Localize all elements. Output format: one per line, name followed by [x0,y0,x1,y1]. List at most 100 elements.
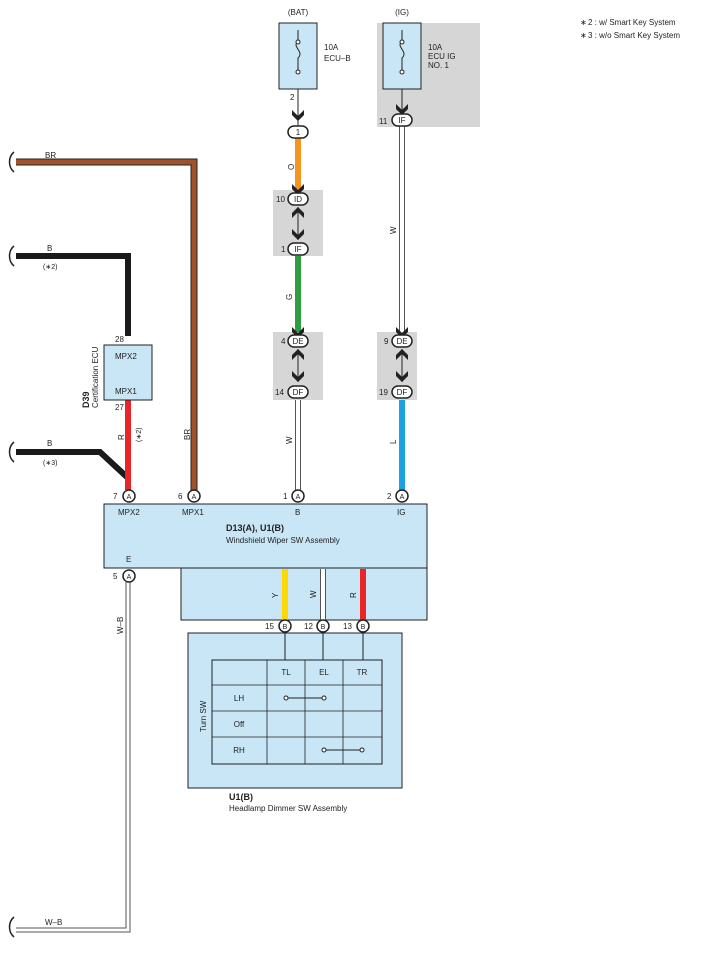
ig-fuse-name2: NO. 1 [428,61,449,70]
wiper-ground-pin: E A 5 [113,555,136,583]
fuse-ecu-b: (BAT) 10A ECU–B 2 [278,8,351,102]
wire-label-r-mid: R [349,592,358,598]
svg-text:1: 1 [283,492,288,501]
junction-de-right-code: DE [396,337,407,346]
ig-fuse-pin: 11 [379,117,388,126]
wire-label-w-b: W [285,436,294,444]
ig-source-label: (IG) [395,8,409,17]
svg-text:A: A [127,574,132,581]
junction-df-left-code: DF [293,388,304,397]
junction-1-code: 1 [296,128,301,137]
wiper-pin-1: A 1 B [283,489,305,517]
headlamp-name: Headlamp Dimmer SW Assembly [229,804,347,813]
svg-text:A: A [400,494,405,501]
certification-ecu: 28 MPX2 MPX1 27 D39 Certification ECU [81,335,153,412]
wiper-pin-2: A 2 IG [387,489,409,517]
wire-label-o: O [287,164,296,170]
note-mark-1: ∗ [580,18,587,27]
cert-ecu-mpx2: MPX2 [115,352,137,361]
wire-label-b2-note: (∗3) [43,460,57,467]
ig-connector-code: IF [398,116,405,125]
bat-source-label: (BAT) [288,8,309,17]
notes-legend: ∗ 2 : w/ Smart Key System ∗ 3 : w/o Smar… [580,18,680,40]
ig-fuse-name1: ECU IG [428,52,456,61]
headlamp-pin-15: B 15 [265,619,292,633]
junction-id-code: ID [294,195,302,204]
wire-b-no-smart-key [16,449,131,481]
turn-sw-row-lh: LH [234,694,244,703]
wire-label-b2: B [47,439,52,448]
fuse-ecu-ig: (IG) 10A ECU IG NO. 1 [382,8,456,90]
cert-ecu-mpx1: MPX1 [115,387,137,396]
turn-sw-rh-contact [321,747,365,753]
turn-sw-label: Turn SW [199,700,208,732]
note-2: 3 : w/o Smart Key System [588,31,680,40]
svg-text:5: 5 [113,572,118,581]
turn-sw-table [211,659,383,765]
svg-text:A: A [127,494,132,501]
cert-ecu-code: D39 [81,391,91,408]
cert-ecu-pin-top: 28 [115,335,124,344]
wiper-pin-7: A 7 MPX2 [113,489,140,517]
svg-text:B: B [283,624,288,631]
junction-if-pin: 1 [281,245,286,254]
wiper-name: Windshield Wiper SW Assembly [226,536,340,545]
turn-sw-col-el: EL [319,668,329,677]
note-mark-2: ∗ [580,31,587,40]
headlamp-pin-12: B 12 [304,619,330,633]
wiper-code: D13(A), U1(B) [226,523,284,533]
svg-text:A: A [296,494,301,501]
wire-label-l: L [389,439,398,444]
turn-sw-row-rh: RH [233,746,245,755]
junction-1: 1 [287,110,309,139]
junction-df-right-pin: 19 [379,388,388,397]
svg-text:13: 13 [343,622,352,631]
wire-label-br-vert: BR [183,429,192,440]
wire-label-b1: B [47,244,52,253]
svg-text:MPX1: MPX1 [182,508,204,517]
svg-text:IG: IG [397,508,405,517]
wire-label-w-ig: W [389,226,398,234]
headlamp-code: U1(B) [229,792,253,802]
turn-sw-lh-contact [283,695,327,701]
junction-de-right-pin: 9 [384,337,389,346]
wire-label-g: G [285,294,294,300]
wire-b-smart-key [16,253,131,336]
wiper-sw-assembly: D13(A), U1(B) Windshield Wiper SW Assemb… [103,489,428,583]
junction-de-df-left: DE 4 DF 14 [275,327,309,399]
svg-text:2: 2 [387,492,392,501]
svg-text:B: B [361,624,366,631]
turn-sw-col-tl: TL [281,668,291,677]
wire-label-br-top: BR [45,151,56,160]
junction-de-df-right: DE 9 DF 19 [379,327,413,399]
headlamp-dimmer-sw: B 15 B 12 B 13 TL EL TR LH Off RH Turn S… [187,619,403,813]
junction-df-left-pin: 14 [275,388,284,397]
junction-id-if: ID 10 IF 1 [276,184,309,256]
wire-w-b [16,582,130,932]
bat-fuse-name: ECU–B [324,54,351,63]
junction-de-left-code: DE [292,337,303,346]
turn-sw-row-off: Off [234,720,245,729]
junction-if-ig: IF 11 [379,104,413,127]
svg-text:12: 12 [304,622,313,631]
wire-end-marks [8,151,15,938]
wire-label-w-mid: W [309,590,318,598]
wire-label-r: R [117,434,126,440]
svg-text:7: 7 [113,492,118,501]
headlamp-pin-13: B 13 [343,619,370,633]
wire-label-b1-note: (∗2) [43,264,57,271]
bat-fuse-amp: 10A [324,43,339,52]
junction-df-right-code: DF [397,388,408,397]
cert-ecu-name: Certification ECU [91,346,100,408]
wire-label-y: Y [271,592,280,598]
svg-text:B: B [321,624,326,631]
turn-sw-col-tr: TR [357,668,368,677]
svg-text:A: A [192,494,197,501]
note-1: 2 : w/ Smart Key System [588,18,676,27]
junction-de-left-pin: 4 [281,337,286,346]
svg-text:B: B [295,508,300,517]
ig-fuse-amp: 10A [428,43,443,52]
wiper-lower-box [180,567,428,621]
wire-br [16,159,197,490]
